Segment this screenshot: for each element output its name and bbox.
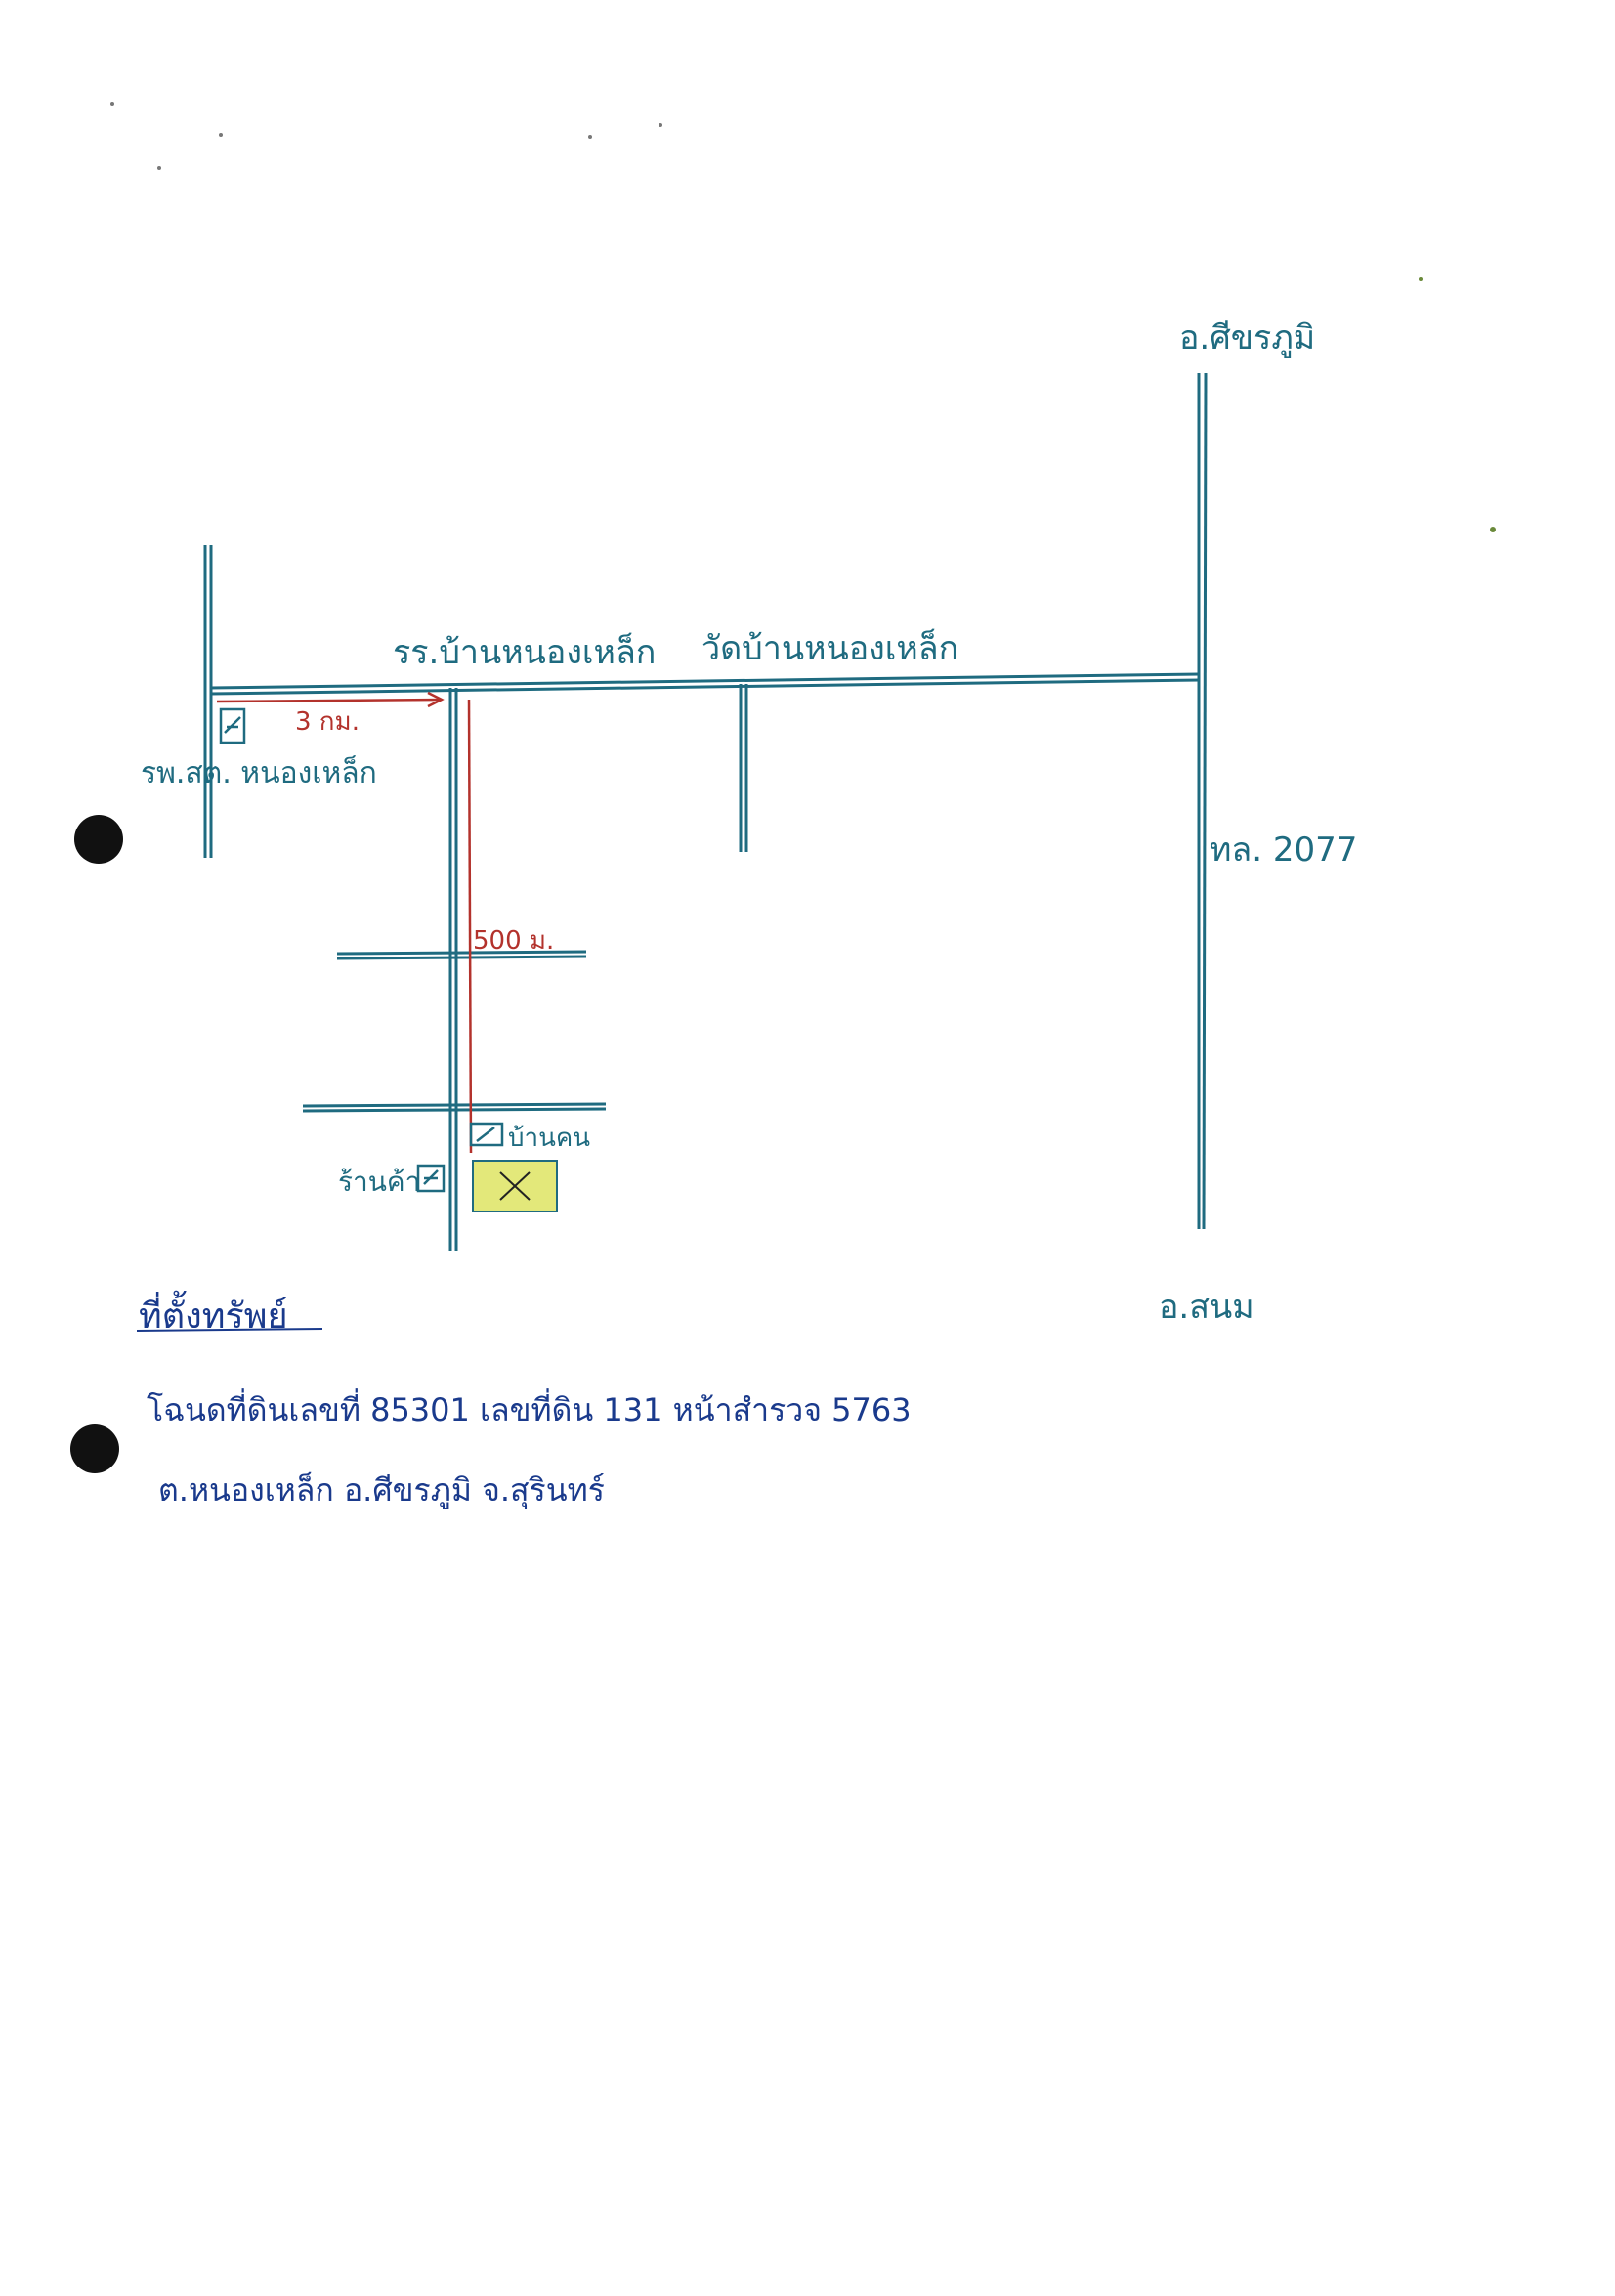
neighbor-house-marker-icon xyxy=(469,1122,504,1147)
distance-vertical-label: 500 ม. xyxy=(473,926,555,956)
neighbor-house-label: บ้านคน xyxy=(508,1124,591,1153)
south-destination-label: อ.สนม xyxy=(1159,1288,1254,1327)
distance-horizontal-label: 3 กม. xyxy=(295,707,360,737)
hospital-label: รพ.สต. หนองเหล็ก xyxy=(141,756,377,790)
location-note-line-1: โฉนดที่ดินเลขที่ 85301 เลขที่ดิน 131 หน้… xyxy=(147,1391,912,1428)
temple-road xyxy=(739,684,748,852)
left-road xyxy=(203,545,213,858)
distance-line-vertical xyxy=(467,699,473,1154)
access-road xyxy=(448,688,458,1251)
hospital-marker-icon xyxy=(219,707,246,744)
location-note-line-2: ต.หนองเหล็ก อ.ศีขรภูมิ จ.สุรินทร์ xyxy=(158,1471,605,1509)
shop-marker-icon xyxy=(416,1164,446,1193)
school-label: รร.บ้านหนองเหล็ก xyxy=(393,633,657,672)
paper-specks xyxy=(110,102,1496,532)
side-road-2 xyxy=(302,1102,607,1113)
heading-underline xyxy=(136,1328,323,1332)
side-road-1 xyxy=(336,950,587,960)
property-site-icon xyxy=(472,1160,558,1212)
main-village-road xyxy=(209,672,1201,696)
highway-label: ทล. 2077 xyxy=(1210,830,1358,870)
distance-line-horizontal xyxy=(216,691,445,708)
location-note-heading: ที่ตั้งทรัพย์ xyxy=(139,1297,288,1337)
north-destination-label: อ.ศีขรภูมิ xyxy=(1179,319,1316,358)
binder-hole-top xyxy=(74,815,123,864)
highway-road xyxy=(1197,372,1208,1230)
temple-label: วัดบ้านหนองเหล็ก xyxy=(701,629,959,668)
shop-label: ร้านค้า xyxy=(338,1166,421,1198)
binder-hole-bottom xyxy=(70,1424,119,1473)
